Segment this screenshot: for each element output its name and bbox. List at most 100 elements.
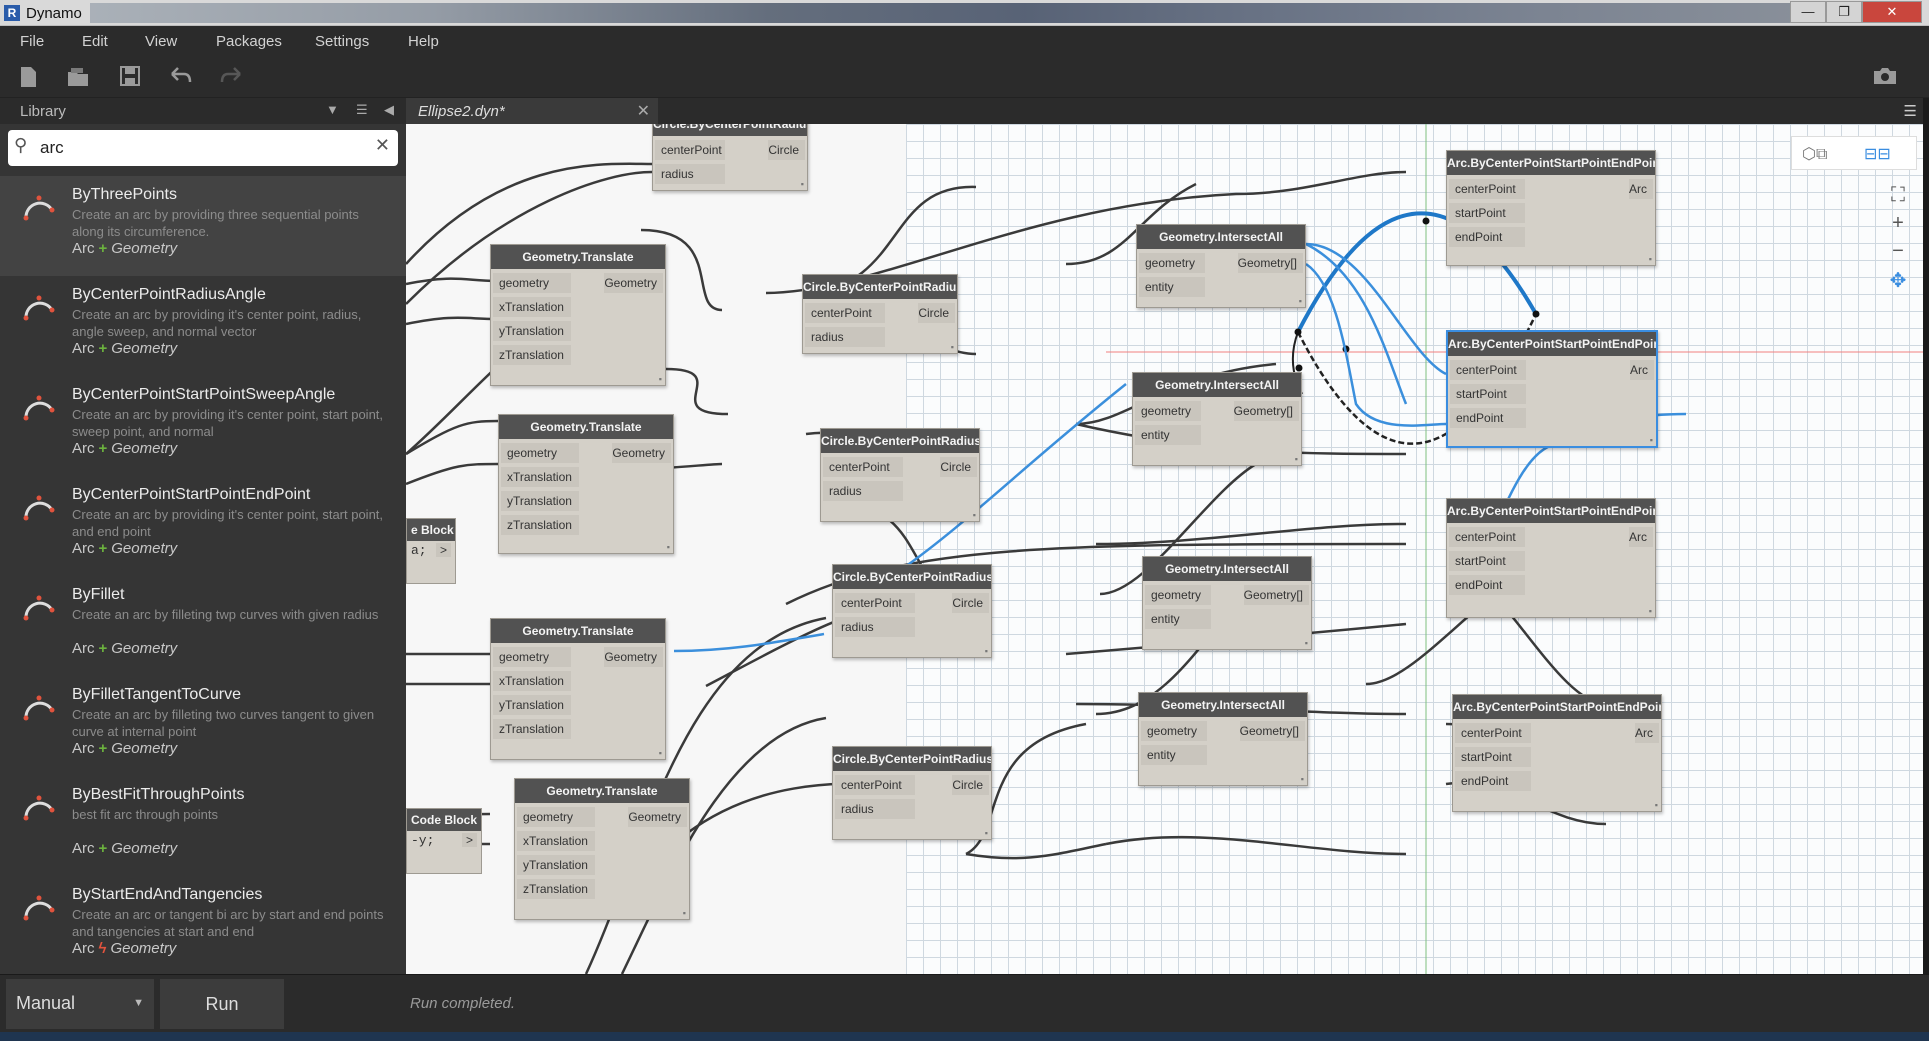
input-port[interactable]: entity [1135, 425, 1201, 445]
geometry-view-icon[interactable]: ⬡⧉ [1802, 146, 1828, 163]
input-port[interactable]: endPoint [1449, 575, 1525, 595]
input-port[interactable]: endPoint [1449, 227, 1525, 247]
open-file-icon[interactable] [66, 66, 90, 90]
collapse-panel-icon[interactable]: ◀ [384, 102, 394, 117]
input-port[interactable]: geometry [1141, 721, 1207, 741]
code-text[interactable]: -y; [411, 833, 435, 848]
search-input[interactable] [40, 136, 360, 160]
input-port[interactable]: centerPoint [655, 140, 725, 160]
list-view-icon[interactable]: ☰ [356, 102, 368, 117]
circle-by-center-point-radius-node[interactable]: Circle.ByCenterPointRadius centerPoint r… [802, 274, 958, 354]
output-port[interactable]: Geometry[] [1239, 721, 1305, 741]
geometry-translate-node[interactable]: Geometry.Translate geometry xTranslation… [498, 414, 674, 554]
input-port[interactable]: geometry [1139, 253, 1205, 273]
input-port[interactable]: startPoint [1450, 384, 1526, 404]
library-result-bystartendandtangencies[interactable]: ByStartEndAndTangencies Create an arc or… [0, 876, 406, 976]
workspace-menu-icon[interactable]: ☰ [1903, 103, 1917, 120]
output-port[interactable]: Geometry[] [1237, 253, 1303, 273]
tab-ellipse2[interactable]: Ellipse2.dyn* ✕ [406, 98, 658, 124]
camera-icon[interactable] [1872, 66, 1896, 90]
zoom-to-fit-icon[interactable]: ⛶ [1891, 184, 1905, 206]
input-port[interactable]: yTranslation [493, 321, 571, 341]
input-port[interactable]: zTranslation [493, 719, 571, 739]
circle-by-center-point-radius-node[interactable]: Circle.ByCenterPointRadius centerPoint r… [652, 124, 808, 191]
geometry-translate-node[interactable]: Geometry.Translate geometry xTranslation… [490, 618, 666, 760]
arc-by-center-start-end-node-selected[interactable]: Arc.ByCenterPointStartPointEndPoint cent… [1446, 330, 1658, 448]
output-port[interactable]: Arc [1635, 723, 1659, 743]
output-port[interactable]: Arc [1630, 360, 1654, 380]
input-port[interactable]: yTranslation [517, 855, 595, 875]
input-port[interactable]: radius [655, 164, 725, 184]
input-port[interactable]: radius [823, 481, 903, 501]
geometry-intersect-all-node[interactable]: Geometry.IntersectAll geometry entity Ge… [1138, 692, 1308, 786]
input-port[interactable]: zTranslation [501, 515, 579, 535]
input-port[interactable]: centerPoint [823, 457, 903, 477]
maximize-button[interactable]: ❐ [1826, 1, 1862, 23]
input-port[interactable]: geometry [501, 443, 579, 463]
input-port[interactable]: startPoint [1449, 203, 1525, 223]
input-port[interactable]: entity [1141, 745, 1207, 765]
geometry-translate-node[interactable]: Geometry.Translate geometry xTranslation… [490, 244, 666, 386]
input-port[interactable]: centerPoint [805, 303, 885, 323]
geometry-translate-node[interactable]: Geometry.Translate geometry xTranslation… [514, 778, 690, 920]
input-port[interactable]: geometry [493, 647, 571, 667]
input-port[interactable]: centerPoint [835, 775, 915, 795]
library-result-byfillettangenttocurve[interactable]: ByFilletTangentToCurve Create an arc by … [0, 676, 406, 776]
redo-icon[interactable] [220, 66, 244, 90]
input-port[interactable]: radius [835, 617, 915, 637]
input-port[interactable]: centerPoint [1449, 527, 1525, 547]
geometry-intersect-all-node[interactable]: Geometry.IntersectAll geometry entity Ge… [1142, 556, 1312, 650]
input-port[interactable]: radius [805, 327, 885, 347]
close-window-button[interactable]: ✕ [1862, 1, 1922, 23]
pan-icon[interactable]: ✥ [1889, 270, 1907, 292]
input-port[interactable]: xTranslation [493, 297, 571, 317]
menu-file[interactable]: File [20, 33, 45, 50]
input-port[interactable]: geometry [493, 273, 571, 293]
input-port[interactable]: entity [1139, 277, 1205, 297]
view-mode-toggle[interactable]: ⬡⧉ ⊟⊟ [1791, 136, 1917, 170]
input-port[interactable]: zTranslation [517, 879, 595, 899]
input-port[interactable]: centerPoint [1450, 360, 1526, 380]
clear-search-icon[interactable]: ✕ [374, 135, 390, 155]
run-mode-dropdown[interactable]: Manual ▼ [6, 979, 154, 1029]
circle-by-center-point-radius-node[interactable]: Circle.ByCenterPointRadius centerPoint r… [820, 428, 980, 522]
input-port[interactable]: geometry [1145, 585, 1211, 605]
close-tab-icon[interactable]: ✕ [636, 103, 650, 120]
output-port[interactable]: Geometry [604, 647, 663, 667]
library-result-bybestfitthroughpoints[interactable]: ByBestFitThroughPoints best fit arc thro… [0, 776, 406, 876]
input-port[interactable]: geometry [517, 807, 595, 827]
save-icon[interactable] [118, 66, 142, 90]
zoom-in-icon[interactable]: + [1892, 212, 1904, 234]
input-port[interactable]: xTranslation [493, 671, 571, 691]
menu-view[interactable]: View [145, 33, 178, 50]
library-result-bycenterpointradiusangle[interactable]: ByCenterPointRadiusAngle Create an arc b… [0, 276, 406, 376]
input-port[interactable]: geometry [1135, 401, 1201, 421]
circle-by-center-point-radius-node[interactable]: Circle.ByCenterPointRadius centerPoint r… [832, 746, 992, 840]
library-result-bycenterpointstartpointendpoint[interactable]: ByCenterPointStartPointEndPoint Create a… [0, 476, 406, 576]
output-port[interactable]: > [435, 543, 451, 557]
input-port[interactable]: endPoint [1450, 408, 1526, 428]
output-port[interactable]: Circle [768, 140, 805, 160]
menu-edit[interactable]: Edit [82, 33, 108, 50]
geometry-intersect-all-node[interactable]: Geometry.IntersectAll geometry entity Ge… [1136, 224, 1306, 308]
output-port[interactable]: Geometry [612, 443, 671, 463]
output-port[interactable]: Arc [1629, 179, 1653, 199]
circle-by-center-point-radius-node[interactable]: Circle.ByCenterPointRadius centerPoint r… [832, 564, 992, 658]
input-port[interactable]: zTranslation [493, 345, 571, 365]
input-port[interactable]: startPoint [1449, 551, 1525, 571]
input-port[interactable]: xTranslation [501, 467, 579, 487]
input-port[interactable]: yTranslation [493, 695, 571, 715]
library-result-byfillet[interactable]: ByFillet Create an arc by filleting twp … [0, 576, 406, 676]
minimize-button[interactable]: — [1790, 1, 1826, 23]
library-result-bycenterpointstartpointsweepangle[interactable]: ByCenterPointStartPointSweepAngle Create… [0, 376, 406, 476]
menu-settings[interactable]: Settings [315, 33, 370, 50]
arc-by-center-start-end-node[interactable]: Arc.ByCenterPointStartPointEndPoint cent… [1446, 150, 1656, 266]
input-port[interactable]: yTranslation [501, 491, 579, 511]
library-result-bythreepoints[interactable]: ByThreePoints Create an arc by providing… [0, 176, 406, 276]
zoom-out-icon[interactable]: − [1892, 240, 1904, 262]
output-port[interactable]: Circle [952, 775, 989, 795]
menu-help[interactable]: Help [408, 33, 439, 50]
output-port[interactable]: Circle [918, 303, 955, 323]
geometry-intersect-all-node[interactable]: Geometry.IntersectAll geometry entity Ge… [1132, 372, 1302, 466]
run-button[interactable]: Run [160, 979, 284, 1029]
